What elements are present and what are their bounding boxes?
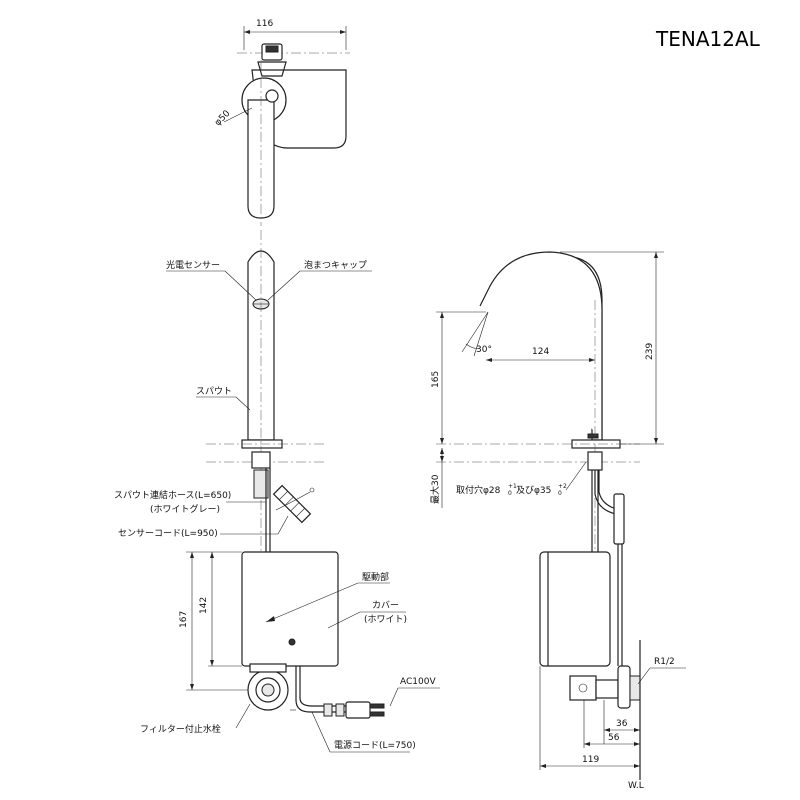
- mounting-hole-label: 取付穴φ28: [456, 484, 501, 496]
- top-view: 116 φ50: [213, 19, 350, 226]
- mounting-hole-alt-label: 及びφ35: [516, 485, 551, 496]
- mounting-hole-tol4: 0: [558, 490, 562, 497]
- cover-color-label: (ホワイト): [364, 614, 407, 625]
- thread-label: R1/2: [654, 657, 675, 667]
- valve-56-dim: 56: [608, 733, 620, 743]
- power-cord-label: 電源コード(L=750): [334, 740, 416, 751]
- total-height-dim: 239: [645, 343, 655, 360]
- drive-unit-label: 駆動部: [362, 571, 389, 583]
- power-voltage-label: AC100V: [400, 677, 436, 687]
- spout-hose-label: スパウト連結ホース(L=650): [114, 489, 231, 501]
- reach-dim: 124: [532, 347, 549, 357]
- filter-valve-label: フィルター付止水栓: [140, 723, 221, 735]
- outer-height-dim: 167: [179, 611, 189, 628]
- valve-36-dim: 36: [616, 719, 628, 729]
- model-number: TENA12AL: [655, 27, 761, 51]
- mounting-hole-tol3: +2: [558, 483, 567, 490]
- front-view: 光電センサー 泡まつキャップ スパウト スパウト連結ホース(L=650) (ホワ…: [114, 230, 440, 753]
- max-thickness-dim: 最大30: [429, 474, 441, 504]
- spout-label: スパウト: [196, 386, 232, 397]
- sensor-label: 光電センサー: [166, 259, 220, 271]
- mounting-hole-tol-upper: +1: [508, 483, 517, 490]
- wall-line-label: W.L: [628, 781, 644, 791]
- mounting-hole-tol-lower: 0: [508, 490, 512, 497]
- inner-height-dim: 142: [199, 597, 209, 614]
- depth-dim: 119: [582, 755, 599, 765]
- side-view: 30° 124 239 165 最大30 取付穴φ28 +1 0 及びφ35 +…: [429, 251, 686, 791]
- aerator-cap-label: 泡まつキャップ: [304, 259, 367, 271]
- spray-angle-dim: 30°: [476, 345, 492, 355]
- spout-height-dim: 165: [431, 371, 441, 388]
- top-diameter-dim: φ50: [213, 109, 233, 129]
- cover-label: カバー: [372, 600, 399, 611]
- top-width-dim: 116: [256, 19, 273, 29]
- sensor-cord-label: センサーコード(L=950): [118, 528, 218, 539]
- spout-hose-color-label: (ホワイトグレー): [150, 503, 220, 515]
